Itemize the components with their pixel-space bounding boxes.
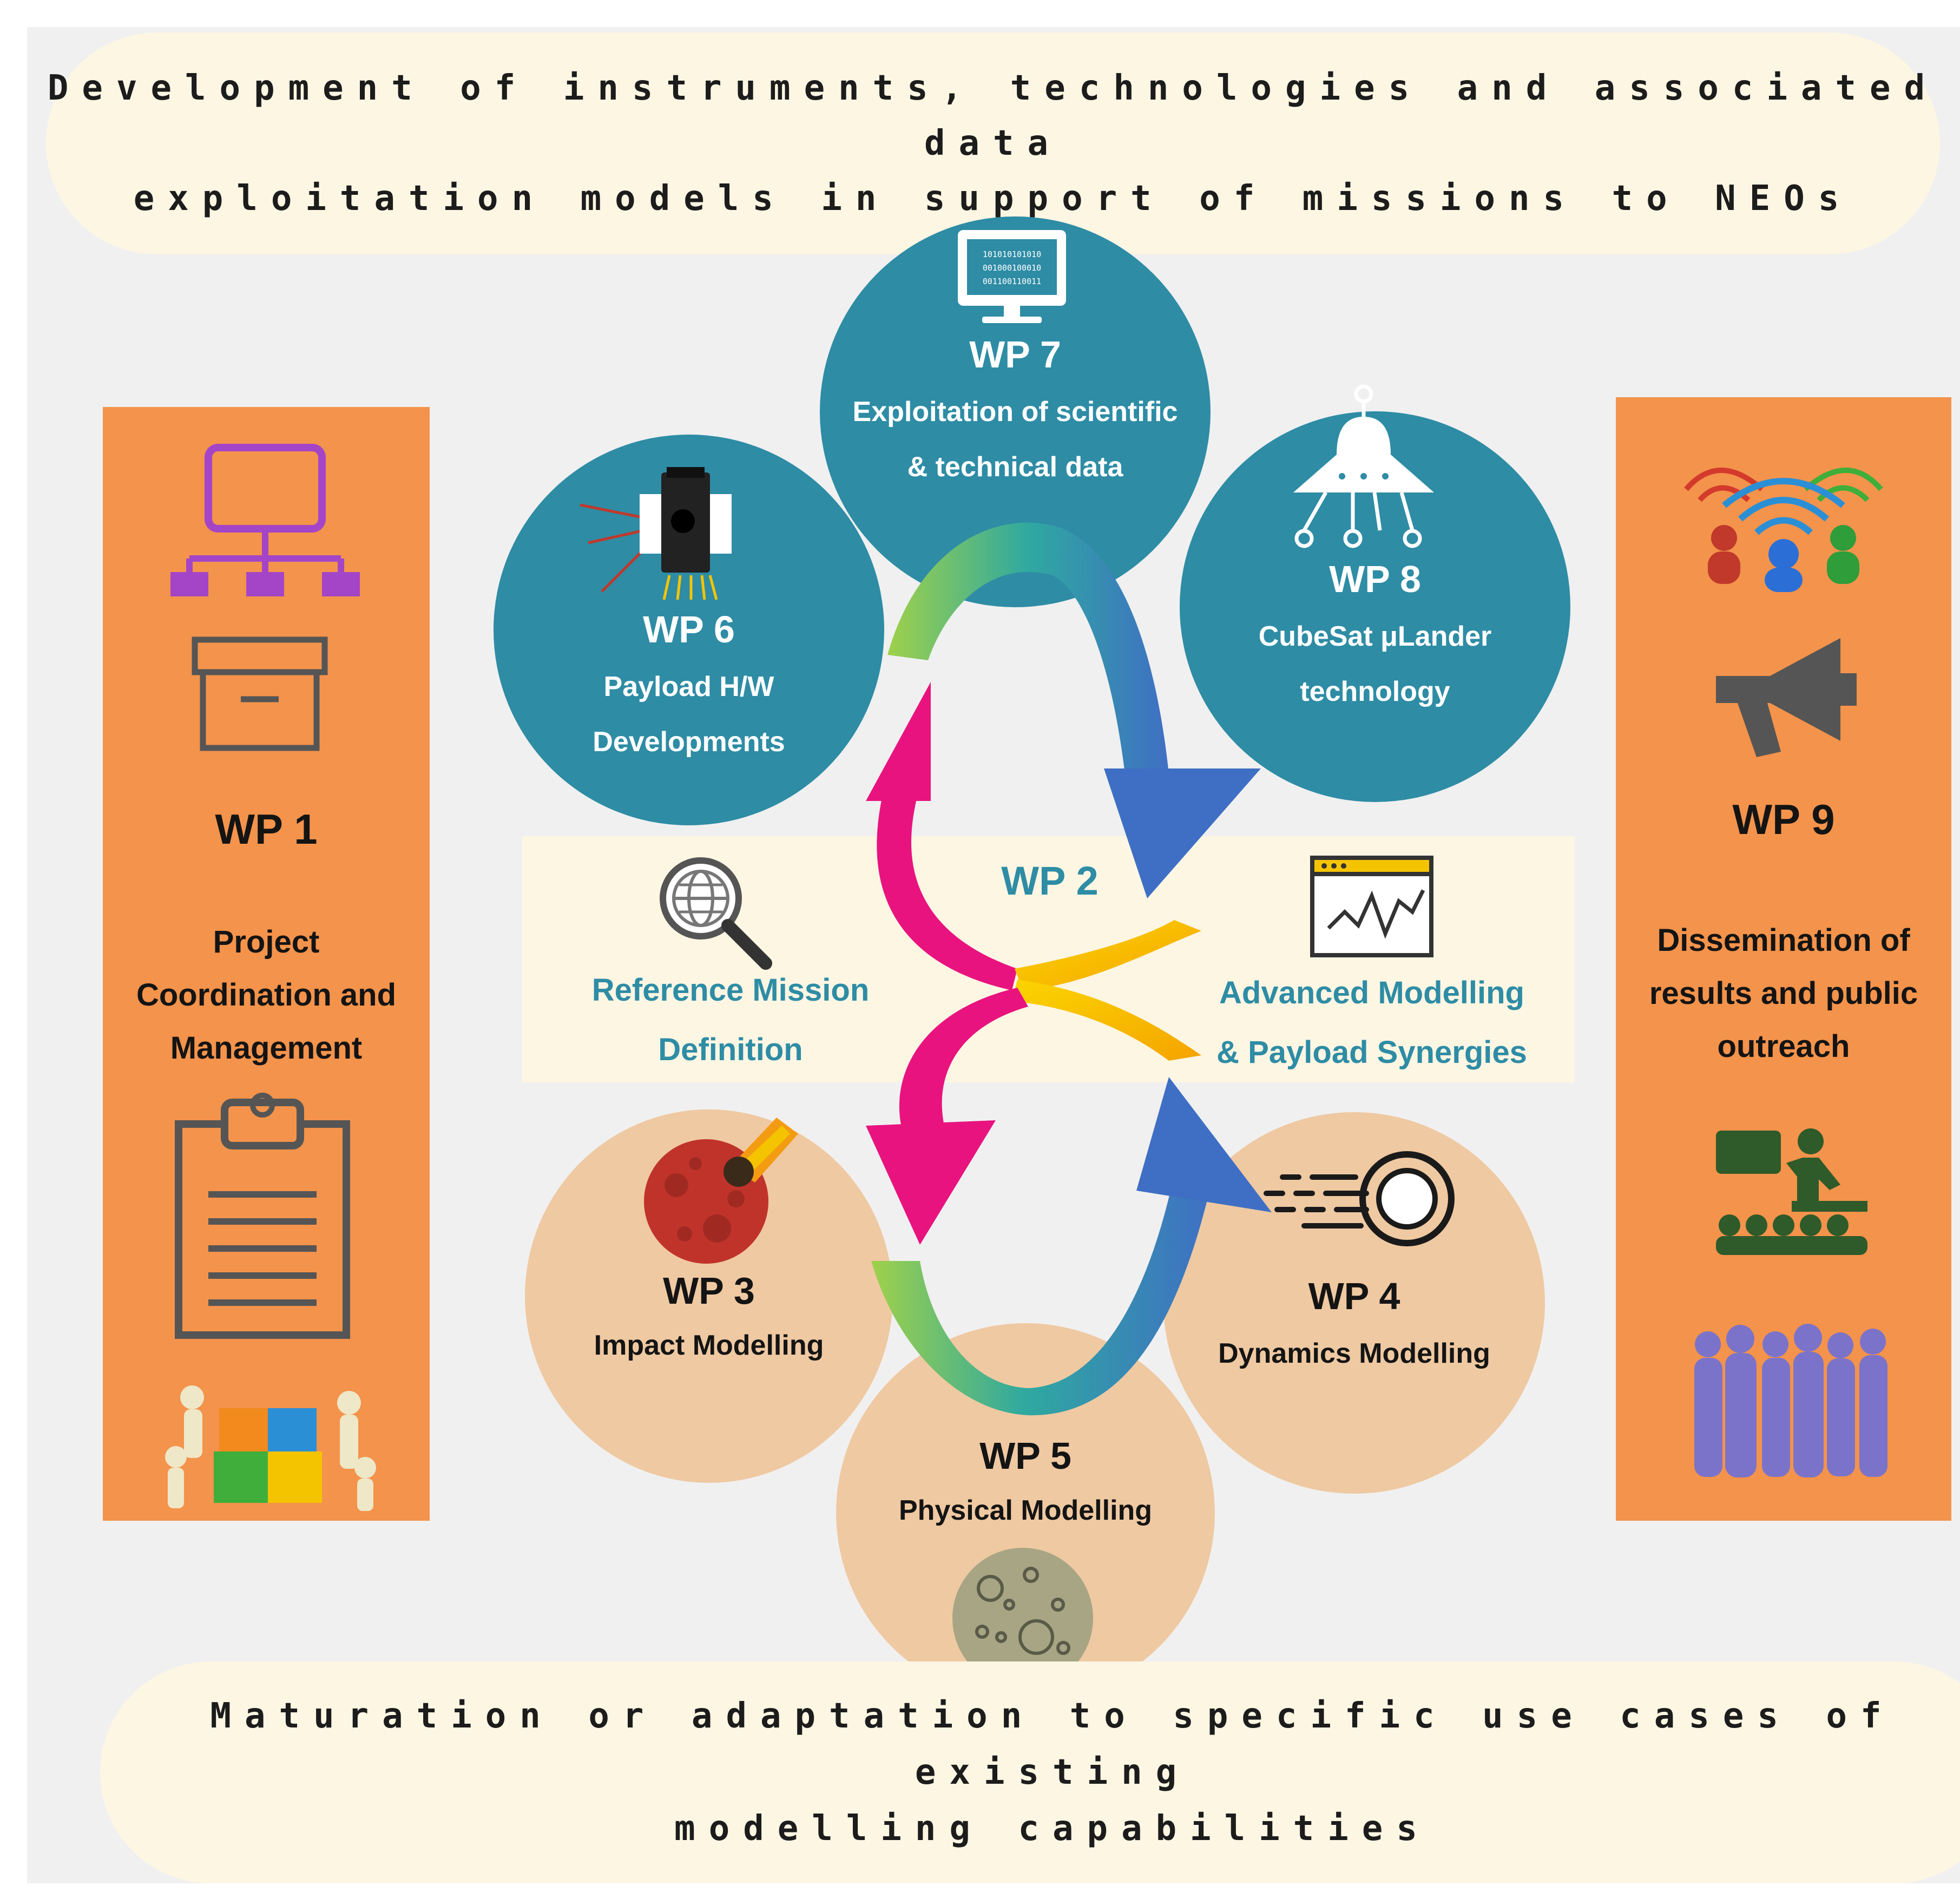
arrow-wp2-to-wp3: [866, 988, 1028, 1245]
wp1-panel: WP 1 Project Coordination and Management: [103, 407, 430, 1521]
wp1-desc-line-2: Coordination and: [136, 977, 397, 1013]
wp6-circle: WP 6 Payload H/W Developments: [494, 435, 884, 825]
megaphone-icon: [1716, 638, 1857, 757]
wp7-title: WP 7: [969, 333, 1061, 376]
screen-line-1: 101010101010: [983, 249, 1041, 259]
archive-box-icon: [192, 636, 328, 751]
wp8-title: WP 8: [1329, 558, 1421, 600]
wp7-circle: 101010101010 001000100010 001100110011 W…: [820, 216, 1211, 607]
wp6-title: WP 6: [643, 608, 735, 651]
computer-binary-icon: 101010101010 001000100010 001100110011: [958, 230, 1066, 323]
wp2-title: WP 2: [1001, 858, 1099, 903]
wp9-desc-line-2: results and public: [1649, 976, 1918, 1011]
wp8-desc-line-1: CubeSat μLander: [1258, 621, 1492, 652]
wp6-desc-line-2: Developments: [593, 726, 785, 758]
wp5-title: WP 5: [979, 1435, 1071, 1477]
meteor-icon: [644, 1118, 798, 1264]
wp8-circle: WP 8 CubeSat μLander technology: [1180, 384, 1570, 802]
puzzle-team-icon: [165, 1385, 376, 1511]
bottom-banner-line-1: Maturation or adaptation to specific use…: [210, 1696, 1895, 1792]
wp7-desc-line-2: & technical data: [907, 451, 1123, 483]
arrow-wp6-to-wp8: [887, 522, 1261, 898]
wp9-title: WP 9: [1732, 796, 1835, 843]
wp1-desc-line-3: Management: [170, 1030, 363, 1066]
top-banner-line-2: exploitation models in support of missio…: [133, 179, 1853, 219]
arrow-wp8-to-wp2: [1012, 920, 1201, 1061]
lander-icon: [1293, 384, 1434, 548]
wp2-right-line-2: & Payload Synergies: [1216, 1035, 1527, 1070]
wp2-left-line-1: Reference Mission: [591, 973, 870, 1008]
wp6-desc-line-1: Payload H/W: [603, 671, 774, 702]
wp2-right-line-1: Advanced Modelling: [1219, 975, 1524, 1010]
chart-window-icon: [1310, 856, 1433, 957]
comet-icon: [1264, 1151, 1455, 1246]
wp5-circle: WP 5 Physical Modelling: [836, 1323, 1215, 1702]
arrow-wp2-to-wp6: [866, 682, 1017, 990]
presentation-icon: [1716, 1128, 1867, 1255]
wp3-circle: WP 3 Impact Modelling: [525, 1109, 893, 1483]
wp3-title: WP 3: [663, 1270, 755, 1312]
screen-line-3: 001100110011: [983, 277, 1041, 286]
arrow-wp3-to-wp4: [871, 1077, 1272, 1416]
wp7-desc-line-1: Exploitation of scientific: [852, 396, 1178, 428]
wp8-desc-line-2: technology: [1300, 676, 1450, 707]
top-banner: Development of instruments, technologies…: [46, 32, 1940, 254]
wp3-desc: Impact Modelling: [594, 1330, 824, 1361]
wp4-title: WP 4: [1308, 1275, 1400, 1317]
wp4-desc: Dynamics Modelling: [1218, 1338, 1490, 1369]
crowd-icon: [1694, 1324, 1887, 1477]
wp9-desc-line-1: Dissemination of: [1657, 923, 1910, 958]
clipboard-icon: [175, 1093, 350, 1339]
wp9-desc-line-3: outreach: [1717, 1029, 1850, 1064]
wp9-panel: WP 9 Dissemination of results and public…: [1616, 397, 1951, 1521]
wp1-title: WP 1: [215, 805, 318, 853]
wifi-people-icon: [1684, 468, 1883, 592]
globe-magnifier-icon: [660, 857, 772, 970]
bottom-banner: Maturation or adaptation to specific use…: [100, 1661, 1960, 1883]
wp1-desc-line-1: Project: [213, 924, 320, 960]
screen-line-2: 001000100010: [983, 263, 1041, 273]
payload-camera-icon: [580, 467, 732, 600]
wp2-left-line-2: Definition: [658, 1032, 803, 1067]
wp5-desc: Physical Modelling: [898, 1495, 1153, 1526]
org-chart-icon: [170, 444, 360, 596]
bottom-banner-line-2: modelling capabilities: [674, 1809, 1431, 1849]
top-banner-line-1: Development of instruments, technologies…: [47, 68, 1939, 163]
